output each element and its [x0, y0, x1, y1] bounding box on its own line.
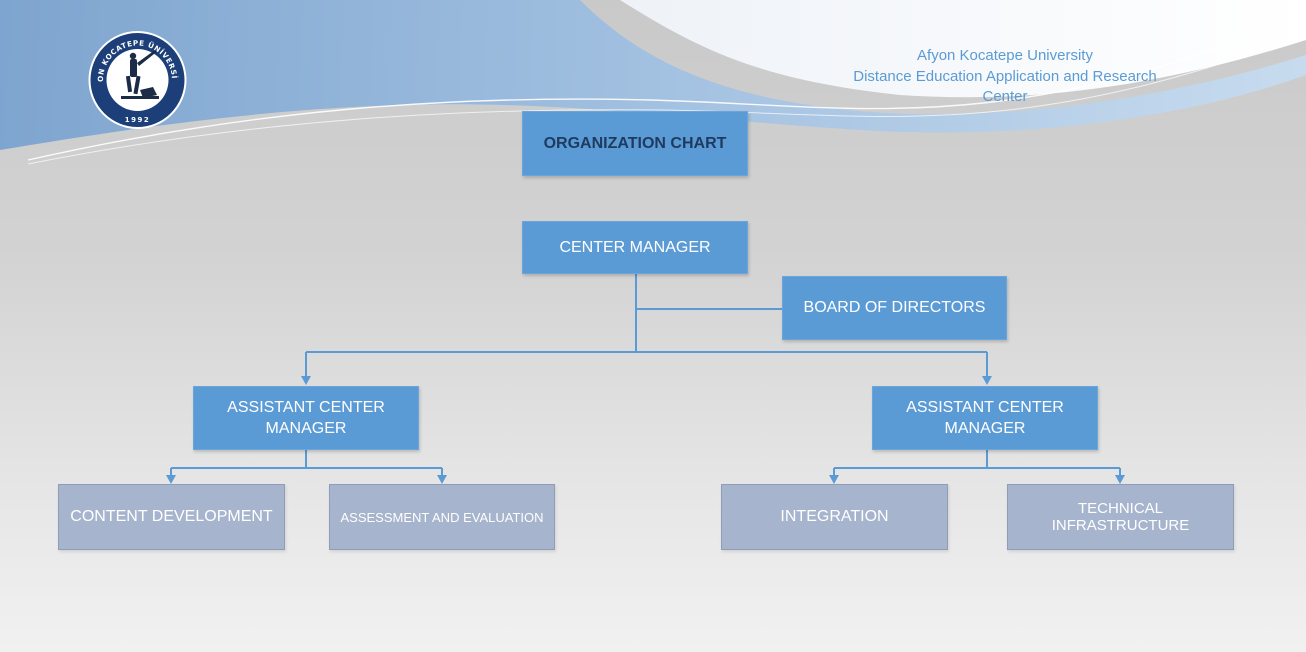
assessment-and-evaluation-label: ASSESSMENT AND EVALUATION [340, 509, 544, 525]
header-wave-background [0, 0, 1306, 165]
university-logo: AFYON KOCATEPE ÜNİVERSİTESİ 1992 [81, 23, 190, 130]
university-title-line-1: Afyon Kocatepe University [917, 47, 1093, 64]
center-manager-label: CENTER MANAGER [559, 238, 711, 256]
arrowhead-technical [1115, 475, 1125, 484]
university-title: Afyon Kocatepe University Distance Educa… [830, 46, 1180, 108]
assistant-center-manager-right-box: ASSISTANT CENTER MANAGER [872, 386, 1098, 450]
assistant-center-manager-left-label: ASSISTANT CENTER MANAGER [227, 399, 385, 437]
university-title-line-3: Center [982, 88, 1028, 105]
technical-infrastructure-box: TECHNICAL INFRASTRUCTURE [1007, 484, 1234, 550]
arrowhead-assessment [437, 475, 447, 484]
org-chart-title: ORGANIZATION CHART [543, 134, 727, 152]
assistant-center-manager-right-label: ASSISTANT CENTER MANAGER [906, 399, 1064, 437]
arrowhead-assistant-left [301, 376, 311, 385]
integration-box: INTEGRATION [721, 484, 948, 550]
center-manager-box: CENTER MANAGER [522, 221, 748, 274]
arrowhead-integration [829, 475, 839, 484]
arrowhead-assistant-right [982, 376, 992, 385]
board-of-directors-box: BOARD OF DIRECTORS [782, 276, 1007, 340]
assessment-and-evaluation-box: ASSESSMENT AND EVALUATION [329, 484, 555, 550]
board-of-directors-label: BOARD OF DIRECTORS [803, 299, 986, 316]
svg-text:1992: 1992 [125, 116, 150, 124]
technical-infrastructure-label: TECHNICAL INFRASTRUCTURE [1051, 500, 1190, 534]
arrowhead-content-development [166, 475, 176, 484]
content-development-box: CONTENT DEVELOPMENT [58, 484, 285, 550]
assistant-center-manager-left-box: ASSISTANT CENTER MANAGER [193, 386, 419, 450]
org-chart-title-box: ORGANIZATION CHART [522, 111, 748, 176]
content-development-label: CONTENT DEVELOPMENT [70, 508, 273, 525]
integration-label: INTEGRATION [780, 508, 889, 525]
university-title-line-2: Distance Education Application and Resea… [853, 67, 1157, 85]
